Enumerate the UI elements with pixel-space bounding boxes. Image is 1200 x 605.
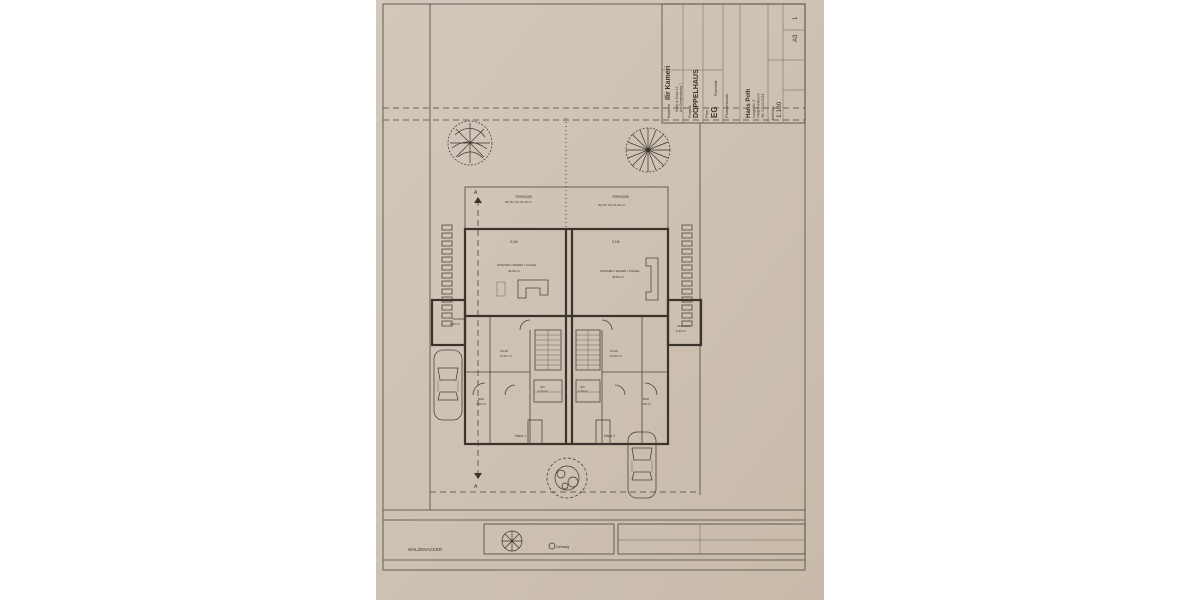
projekt-name: DOPPELHAUS xyxy=(693,69,700,118)
stepping-stone xyxy=(441,264,453,271)
stepping-stone xyxy=(681,272,693,279)
stepping-stone xyxy=(681,288,693,295)
flur-right-label: FLUR xyxy=(610,349,619,353)
abstell-left-area: 5,43 m² xyxy=(450,322,460,326)
haus2-label: Haus 2 xyxy=(604,434,615,438)
stepping-stones-right xyxy=(681,224,693,327)
terrasse-right-label: TERRASSE xyxy=(612,195,629,199)
north-marker xyxy=(548,542,556,550)
stepping-stone xyxy=(441,320,453,327)
stepping-stone xyxy=(681,320,693,327)
sheet-number: 1 xyxy=(793,16,799,20)
stepping-stone xyxy=(441,248,453,255)
bad-left-area: 7,09 m² xyxy=(476,402,486,406)
bauherr-address-2: Am Gemeindeweg 7 xyxy=(679,83,683,112)
stepping-stone xyxy=(681,296,693,303)
site-lines xyxy=(383,4,806,561)
drawing-frame xyxy=(382,3,806,571)
tree-left xyxy=(447,120,493,166)
planinhalt-label: Planinhalt xyxy=(714,81,718,96)
street-name: WALZENACKER xyxy=(408,547,443,552)
stepping-stone xyxy=(441,224,453,231)
stepping-stone xyxy=(681,232,693,239)
planverfasser-label: Planverfasser xyxy=(724,93,729,118)
architect-name: Hans Polh xyxy=(746,88,752,118)
stepping-stone xyxy=(681,256,693,263)
stepping-stone xyxy=(441,256,453,263)
tree-front xyxy=(546,457,588,499)
abstell-left-label: TECHNIK xyxy=(452,317,465,321)
wohnen-right-area: 38,96 m² xyxy=(612,275,624,279)
dim-right: 9,18² xyxy=(612,240,621,244)
architect-telephone: Tel. 07131/1234 xyxy=(761,94,765,118)
architect-address-2: 74080 Heilbronn xyxy=(757,93,761,118)
wc-right-label: WC xyxy=(580,385,586,389)
massstab-label: Maßstab xyxy=(771,106,775,120)
street-right-label: Gehweg xyxy=(556,545,569,549)
stepping-stone xyxy=(441,272,453,279)
dining-table-left xyxy=(496,281,506,297)
stepping-stone xyxy=(441,312,453,319)
car-left xyxy=(433,349,463,421)
stepping-stone xyxy=(681,240,693,247)
wohnen-left-area: 38,96 m² xyxy=(508,269,520,273)
plan-label: Plan xyxy=(704,110,709,118)
bauherr-label: Bauherr xyxy=(666,103,671,118)
scale-value: 1:100 xyxy=(776,101,783,118)
tree-right xyxy=(625,127,671,173)
dim-left: 9,18² xyxy=(510,240,519,244)
wohnen-left-label: WOHNEN / ESSEN / KÜCHE xyxy=(497,263,536,267)
terrasse-left-area: 30,78 / 0,5 15,39 m² xyxy=(505,200,532,204)
bad-right-label: BAD xyxy=(643,397,650,401)
stepping-stone xyxy=(441,232,453,239)
abstell-right-area: 5,43 m² xyxy=(676,329,686,333)
stairs-left xyxy=(534,329,562,371)
wc-right-area: 2,70 m² xyxy=(578,389,588,393)
kitchen-counter-left xyxy=(517,279,549,299)
projekt-label: Projekt xyxy=(687,105,692,118)
flur-left-label: FLUR xyxy=(500,349,509,353)
stepping-stone xyxy=(441,288,453,295)
shrub-street xyxy=(501,530,523,552)
section-label-top: A xyxy=(474,190,478,196)
bad-right-area: 7,09 m² xyxy=(641,402,651,406)
flur-left-area: 10,81 m² xyxy=(500,354,512,358)
stepping-stone xyxy=(441,296,453,303)
wc-left-area: 2,70 m² xyxy=(538,389,548,393)
car-right xyxy=(627,431,657,499)
double-house: TERRASSE 30,78 / 0,5 15,39 m² TERRASSE 3… xyxy=(430,186,703,446)
stepping-stone xyxy=(681,248,693,255)
plan-name: EG xyxy=(710,106,719,118)
stepping-stone xyxy=(441,304,453,311)
bauherr-name: Ilir Kameri xyxy=(665,66,672,100)
stepping-stone xyxy=(681,224,693,231)
title-block: Bauherr Ilir Kameri Hinter d. Eiche 12 A… xyxy=(661,3,806,124)
wohnen-right-label: WOHNEN / ESSEN / KÜCHE xyxy=(600,269,639,273)
sofa-right xyxy=(645,257,659,301)
section-marker-a: A A xyxy=(474,190,482,490)
haus1-label: Haus 1 xyxy=(515,434,526,438)
stepping-stone xyxy=(441,240,453,247)
stepping-stone xyxy=(441,280,453,287)
bauherr-address-1: Hinter d. Eiche 12 xyxy=(675,86,679,112)
architect-address-1: Lange Str. 3 xyxy=(752,100,756,118)
stepping-stones-left xyxy=(441,224,453,327)
stepping-stone xyxy=(681,264,693,271)
format-value: A3 xyxy=(793,34,799,42)
terrasse-right-area: 30,78 / 0,5 15,39 m² xyxy=(598,203,625,207)
stairs-right xyxy=(575,329,601,371)
bad-left-label: BAD xyxy=(478,397,485,401)
terrasse-left-label: TERRASSE xyxy=(515,195,532,199)
stepping-stone xyxy=(681,304,693,311)
stepping-stone xyxy=(681,312,693,319)
wc-left-label: WC xyxy=(540,385,546,389)
stepping-stone xyxy=(681,280,693,287)
section-label-bottom: A xyxy=(474,484,478,490)
flur-right-area: 10,81 m² xyxy=(610,354,622,358)
